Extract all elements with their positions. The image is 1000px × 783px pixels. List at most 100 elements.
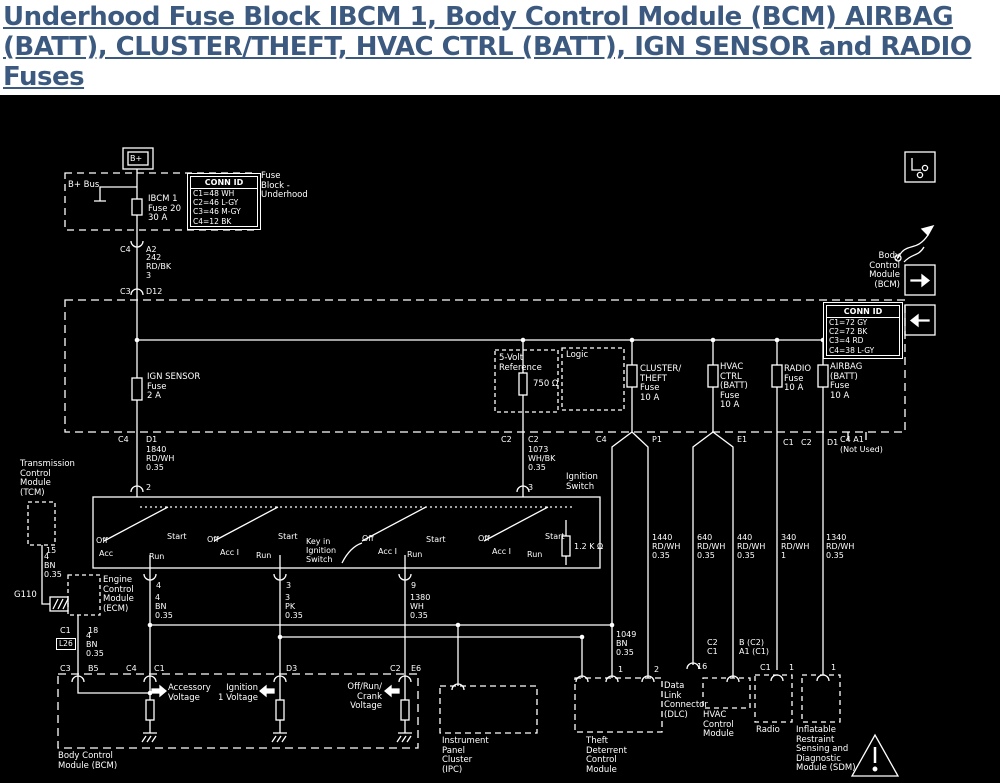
wires-theft — [611, 431, 649, 678]
arrow-crank — [383, 684, 400, 698]
prev-diagram-button[interactable] — [904, 304, 936, 336]
switch-position-label: Off — [362, 534, 374, 543]
resistor-ign1 — [275, 699, 285, 721]
pin-label: C1 — [154, 664, 165, 673]
connector-cup — [130, 288, 144, 296]
hvac-module-label: HVAC Control Module — [703, 710, 734, 739]
cluster-fuse-label: CLUSTER/ THEFT Fuse 10 A — [640, 364, 682, 403]
bcm-conn-table: CONN ID C1=72 GY C2=72 BK C3=4 RD C4=38 … — [826, 305, 900, 356]
ignition-switch-label: Ignition Switch — [566, 472, 598, 492]
fuse-hvac — [707, 364, 719, 388]
next-diagram-button[interactable] — [904, 264, 936, 296]
pin-label: C1 — [60, 626, 71, 635]
switch-position-label: Acc I — [378, 547, 398, 556]
pin-label: D12 — [146, 287, 163, 296]
crank-voltage-label: Off/Run/ Crank Voltage — [347, 682, 382, 711]
ecm-box — [67, 574, 101, 616]
wire-label: 1840 RD/WH 0.35 — [146, 445, 175, 472]
wire-label: 340 RD/WH 1 — [781, 533, 810, 560]
connector-cup — [516, 485, 530, 493]
five-volt-label: 5-Volt Reference — [499, 353, 542, 373]
switch-position-label: Off — [478, 534, 490, 543]
pin-label: 2 — [146, 483, 152, 492]
fuse-block-name: Fuse Block - Underhood — [261, 171, 308, 200]
switch-position-label: Acc I — [492, 547, 512, 556]
pin-label: B (C2) A1 (C1) — [739, 638, 770, 656]
logic-box — [561, 347, 625, 411]
switch-position-label: Run — [407, 550, 423, 559]
pin-label: 1 — [618, 665, 624, 674]
resistor-key-in — [561, 535, 571, 557]
ibcm1-fuse-label: IBCM 1 Fuse 20 30 A — [148, 194, 181, 223]
wire-label: 1440 RD/WH 0.35 — [652, 533, 681, 560]
pin-label: A2 — [146, 245, 157, 254]
switch-position-label: Run — [256, 551, 272, 560]
fuse-ibcm1 — [131, 198, 143, 216]
pin-label: C4 — [120, 245, 131, 254]
junction-dots — [134, 337, 826, 696]
switch-position-label: Start — [278, 532, 298, 541]
fuse-radio — [771, 364, 783, 388]
pin-label: D1 — [827, 438, 839, 447]
resistor-acc — [145, 699, 155, 721]
bplus-box-outer — [122, 147, 154, 170]
conn-row: C2=72 BK — [829, 327, 868, 337]
pin-label: C2 C1 — [707, 638, 718, 656]
pin-label: 2 — [654, 665, 660, 674]
accessory-voltage-label: Accessory Voltage — [168, 683, 211, 703]
connector-cup-dlc — [686, 662, 700, 670]
pin-label: E1 — [737, 435, 748, 444]
wire-label: 440 RD/WH 0.35 — [737, 533, 766, 560]
pin-label: C4 — [118, 435, 129, 444]
ignition-switch-box — [92, 496, 601, 569]
ignition1-voltage-label: Ignition 1 Voltage — [218, 683, 258, 703]
pin-label: C2 — [801, 438, 812, 447]
pin-label: 3 — [286, 581, 292, 590]
conn-header: CONN ID — [827, 306, 899, 318]
pin-label: C2 — [501, 435, 512, 444]
sdm-label: Inflatable Restraint Sensing and Diagnos… — [796, 725, 856, 773]
not-used-label: C4 A1 (Not Used) — [840, 435, 883, 454]
resistor-750 — [518, 372, 528, 396]
arrow-right-icon — [910, 273, 931, 288]
ipc-label: Instrument Panel Cluster (IPC) — [442, 736, 489, 775]
tcm-box — [27, 501, 56, 546]
hvac-box — [702, 677, 751, 709]
link-icon-box[interactable] — [904, 151, 936, 183]
five-volt-box — [494, 349, 559, 413]
bplus-label: B+ — [130, 154, 143, 163]
pin-label: D3 — [286, 664, 298, 673]
dlc-label: Data Link Connector (DLC) — [664, 681, 708, 720]
switch-position-label: Run — [527, 550, 543, 559]
connector-cup — [451, 683, 465, 691]
bplus-bus-label: B+ Bus — [68, 180, 100, 190]
switch-position-label: Acc I — [220, 548, 240, 557]
switch-position-label: Off — [207, 535, 219, 544]
connector-cup — [143, 675, 412, 683]
ground-symbols — [141, 732, 412, 743]
pin-label: P1 — [652, 435, 662, 444]
pin-label: 18 — [88, 626, 99, 635]
arrow-accessory — [151, 684, 168, 698]
ground-g110-label: G110 — [14, 590, 37, 600]
radio-box — [754, 674, 793, 723]
conn-row: C1=48 WH — [193, 189, 235, 198]
conn-header: CONN ID — [191, 177, 257, 189]
ign-sensor-fuse-label: IGN SENSOR Fuse 2 A — [147, 372, 201, 401]
pin-label: B5 — [88, 664, 99, 673]
fuse-cluster-theft — [626, 364, 638, 388]
page-title: Underhood Fuse Block IBCM 1, Body Contro… — [3, 2, 972, 92]
pin-label: 16 — [697, 662, 708, 671]
key-in-switch-label: Key in Ignition Switch — [306, 537, 337, 564]
pin-label: 1 — [831, 663, 837, 672]
pin-label: C1 — [760, 663, 771, 672]
sdm-box — [801, 674, 841, 723]
ipc-box — [439, 685, 538, 734]
conn-row: C3=46 M-GY — [193, 207, 241, 217]
bcm-box — [64, 299, 906, 433]
wires-hvac-dlc — [692, 431, 734, 678]
radio-fuse-label: RADIO Fuse 10 A — [784, 364, 812, 393]
wire-label: 4 BN 0.35 — [86, 631, 104, 658]
wire-label: 3 PK 0.35 — [285, 593, 303, 620]
